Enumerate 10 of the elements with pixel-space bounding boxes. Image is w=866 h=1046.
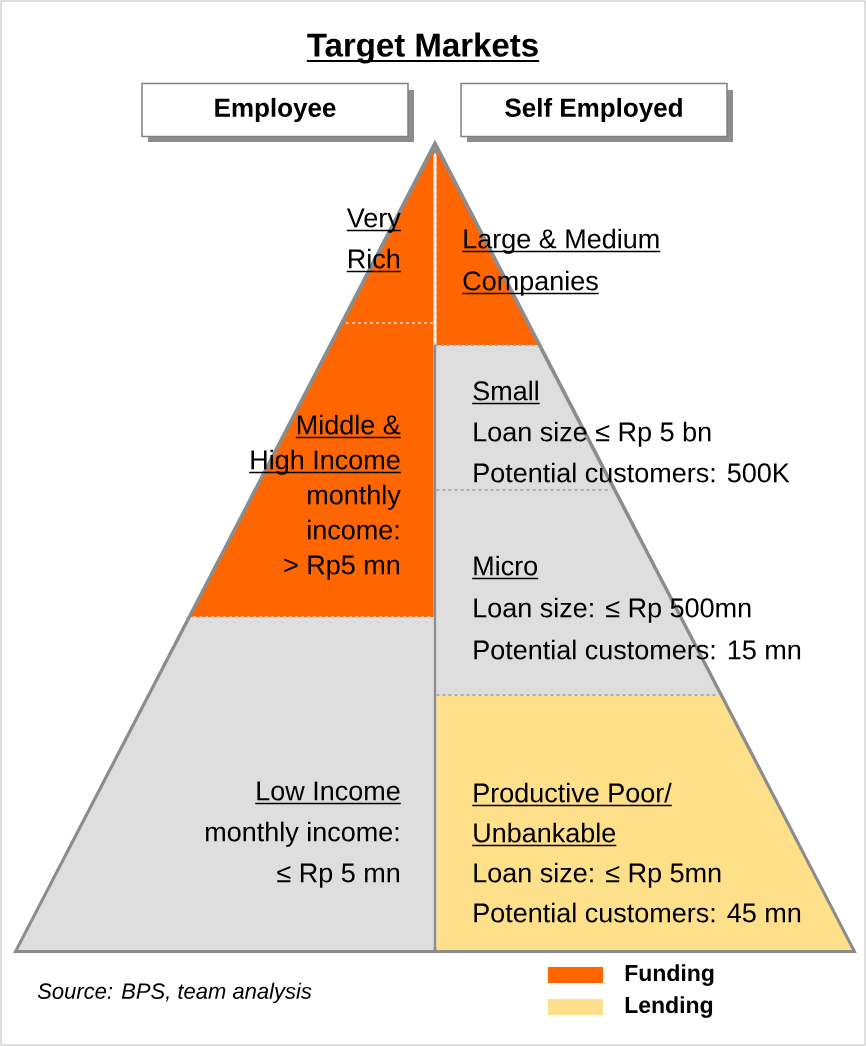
pyramid-section: Small Loan size ≤ Rp 5 bn Potential customers: 500K <box>436 345 790 490</box>
source-note: Source: BPS, team analysis <box>37 982 312 1004</box>
title: Target Markets <box>305 32 541 64</box>
pyramid-section: Low Income monthly income: ≤ Rp 5 mn <box>18 617 434 950</box>
pyramid-section: Micro Loan size: ≤ Rp 500mn Potential customers: 15 mn <box>436 490 801 695</box>
legend-label: Funding <box>625 964 714 986</box>
header-box: Employee <box>141 82 414 142</box>
legend-label: Lending <box>625 996 713 1018</box>
header-box: Self Employed <box>460 82 733 142</box>
pyramid-section: Productive Poor/ Unbankable Loan size: ≤ Rp 5mn Potential customers: 45 mn <box>436 695 852 950</box>
